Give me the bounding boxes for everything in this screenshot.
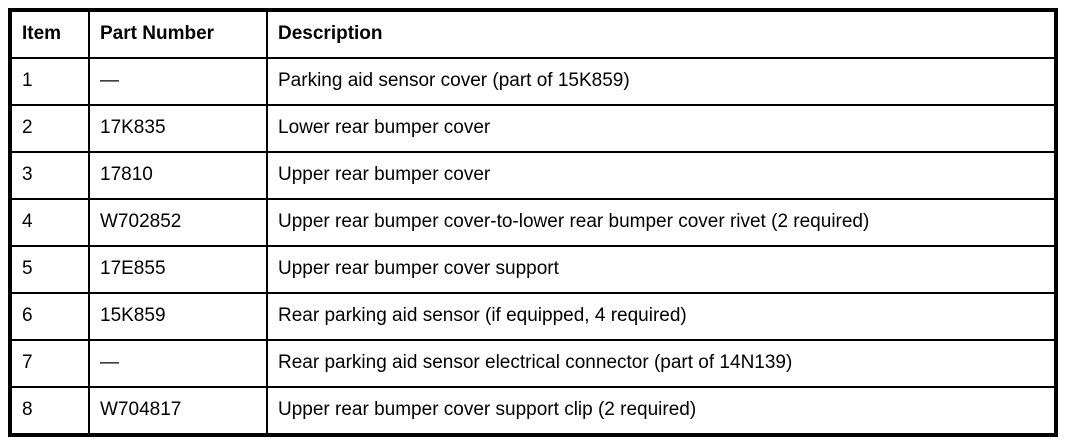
parts-table: Item Part Number Description 1 — Parking…: [8, 8, 1058, 437]
cell-item: 7: [9, 339, 90, 388]
cell-item: 8: [9, 386, 90, 436]
cell-part-number: —: [88, 339, 268, 388]
cell-part-number: 15K859: [88, 292, 268, 341]
table-row: 6 15K859 Rear parking aid sensor (if equ…: [9, 292, 1057, 341]
cell-description: Upper rear bumper cover-to-lower rear bu…: [266, 198, 1057, 247]
cell-item: 1: [9, 57, 90, 106]
header-part-number: Part Number: [88, 9, 268, 59]
table-row: 7 — Rear parking aid sensor electrical c…: [9, 339, 1057, 388]
cell-item: 6: [9, 292, 90, 341]
cell-item: 2: [9, 104, 90, 153]
cell-part-number: 17810: [88, 151, 268, 200]
cell-item: 5: [9, 245, 90, 294]
header-item: Item: [9, 9, 90, 59]
cell-part-number: —: [88, 57, 268, 106]
cell-description: Upper rear bumper cover support clip (2 …: [266, 386, 1057, 436]
header-description: Description: [266, 9, 1057, 59]
cell-description: Lower rear bumper cover: [266, 104, 1057, 153]
table-row: 8 W704817 Upper rear bumper cover suppor…: [9, 386, 1057, 436]
cell-description: Rear parking aid sensor electrical conne…: [266, 339, 1057, 388]
cell-part-number: W702852: [88, 198, 268, 247]
cell-item: 3: [9, 151, 90, 200]
cell-part-number: 17K835: [88, 104, 268, 153]
cell-description: Rear parking aid sensor (if equipped, 4 …: [266, 292, 1057, 341]
cell-description: Upper rear bumper cover: [266, 151, 1057, 200]
table-row: 1 — Parking aid sensor cover (part of 15…: [9, 57, 1057, 106]
cell-part-number: W704817: [88, 386, 268, 436]
table-row: 2 17K835 Lower rear bumper cover: [9, 104, 1057, 153]
table-header-row: Item Part Number Description: [9, 9, 1057, 59]
cell-description: Parking aid sensor cover (part of 15K859…: [266, 57, 1057, 106]
cell-description: Upper rear bumper cover support: [266, 245, 1057, 294]
table-row: 4 W702852 Upper rear bumper cover-to-low…: [9, 198, 1057, 247]
cell-item: 4: [9, 198, 90, 247]
table-row: 5 17E855 Upper rear bumper cover support: [9, 245, 1057, 294]
cell-part-number: 17E855: [88, 245, 268, 294]
table-row: 3 17810 Upper rear bumper cover: [9, 151, 1057, 200]
